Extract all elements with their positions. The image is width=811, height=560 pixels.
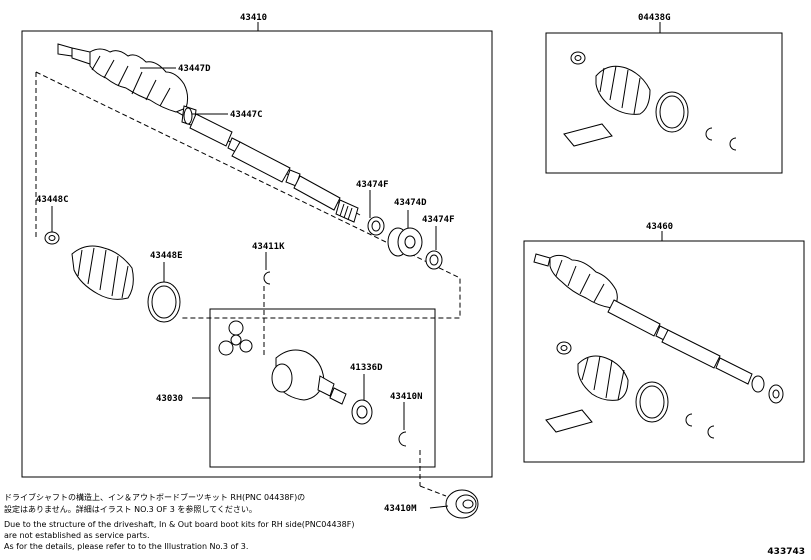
note-en-line3: As for the details, please refer to to t…	[4, 542, 249, 551]
label-43474F-upper[interactable]: 43474F	[356, 180, 389, 190]
label-43411K[interactable]: 43411K	[252, 242, 285, 252]
rh-assembly-frame	[523, 240, 805, 463]
label-43030[interactable]: 43030	[156, 394, 183, 404]
bearing-43410M[interactable]	[445, 489, 479, 519]
label-43447D[interactable]: 43447D	[178, 64, 211, 74]
snap-ring-43411K[interactable]	[263, 271, 271, 285]
label-43474F-lower[interactable]: 43474F	[422, 215, 455, 225]
inner-boot[interactable]	[71, 245, 134, 300]
snap-ring-43410N[interactable]	[398, 431, 407, 447]
main-assembly-frame	[21, 30, 493, 478]
label-43474D[interactable]: 43474D	[394, 198, 427, 208]
clamp-43447C[interactable]	[183, 107, 193, 125]
note-en-line2: are not established as service parts.	[4, 531, 150, 540]
band-43448C[interactable]	[44, 231, 60, 245]
label-04438G[interactable]: 04438G	[638, 13, 671, 23]
label-43448E[interactable]: 43448E	[150, 251, 183, 261]
joint-subassembly-frame	[209, 308, 436, 468]
boot-kit-frame	[545, 32, 783, 174]
band-43448E[interactable]	[147, 281, 181, 323]
driveshaft-main[interactable]	[57, 43, 361, 223]
ring-43474F-upper[interactable]	[367, 216, 385, 236]
seal-41336D[interactable]	[351, 399, 373, 425]
ring-43474F-lower[interactable]	[425, 250, 443, 270]
label-41336D[interactable]: 41336D	[350, 363, 383, 373]
label-43447C[interactable]: 43447C	[230, 110, 263, 120]
driveshaft-rh[interactable]	[533, 253, 753, 385]
outer-race[interactable]	[271, 349, 347, 405]
tripod-joint[interactable]	[218, 320, 253, 356]
label-43410M[interactable]: 43410M	[384, 504, 417, 514]
label-43460[interactable]: 43460	[646, 222, 673, 232]
note-jp-line2: 設定はありません。詳細はイラスト NO.3 OF 3 を参照してください。	[4, 505, 257, 514]
label-43410N[interactable]: 43410N	[390, 392, 423, 402]
note-en-line1: Due to the structure of the driveshaft, …	[4, 520, 355, 529]
diagram-number: 433743	[767, 547, 805, 557]
note-jp-line1: ドライブシャフトの構造上、イン＆アウトボードブーツキット RH(PNC 0443…	[4, 493, 306, 502]
label-43410[interactable]: 43410	[240, 13, 267, 23]
damper-43474D[interactable]	[387, 227, 423, 257]
label-43448C[interactable]: 43448C	[36, 195, 69, 205]
